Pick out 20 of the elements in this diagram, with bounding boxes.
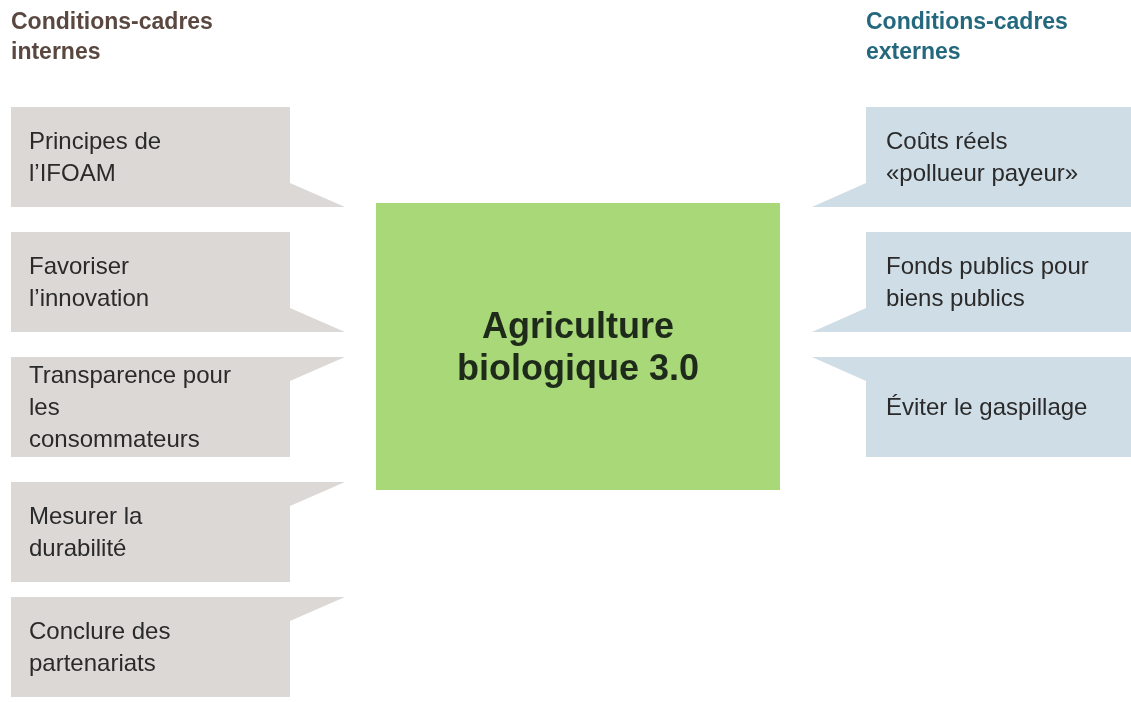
- speech-callout: [11, 107, 345, 207]
- callout-text: Éviter le gaspillage: [886, 392, 1089, 422]
- callout-text: Mesurer la durabilité: [29, 501, 144, 563]
- speech-callout: [11, 357, 345, 457]
- callout-text: Coûts réels «pollueur payeur»: [886, 126, 1080, 188]
- column-heading: Conditions-cadres externes: [866, 7, 1069, 66]
- central-box: [376, 203, 780, 490]
- central-title: Agriculture biologique 3.0: [456, 304, 700, 389]
- speech-callout: [812, 107, 1131, 207]
- column-heading: Conditions-cadres internes: [11, 7, 214, 66]
- callout-text: Conclure des partenariats: [29, 616, 172, 678]
- callout-text: Transparence pour les consommateurs: [29, 360, 232, 454]
- speech-callout: [11, 482, 345, 582]
- speech-callout: [11, 597, 345, 697]
- speech-callout: [812, 357, 1131, 457]
- callout-text: Principes de l’IFOAM: [29, 126, 163, 188]
- callout-text: Fonds publics pour biens publics: [886, 251, 1090, 313]
- callout-text: Favoriser l’innovation: [29, 251, 151, 313]
- speech-callout: [812, 232, 1131, 332]
- speech-callout: [11, 232, 345, 332]
